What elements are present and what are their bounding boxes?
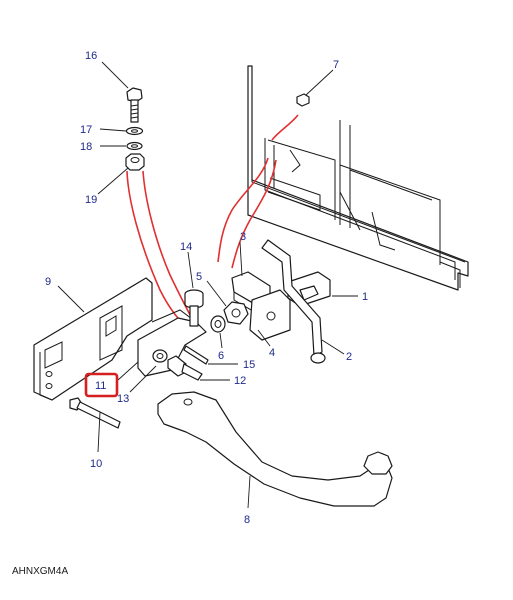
guide-line-frame-left	[217, 157, 269, 263]
callout-2[interactable]: 2	[346, 351, 352, 363]
guide-line-frame-right	[231, 159, 277, 269]
callout-6[interactable]: 6	[218, 350, 224, 362]
leader-8	[247, 475, 251, 509]
nut-5	[223, 301, 249, 325]
washer-6	[210, 315, 226, 333]
callout-8[interactable]: 8	[244, 514, 250, 526]
callout-15[interactable]: 15	[243, 359, 255, 371]
plate-4	[249, 289, 291, 341]
callout-11[interactable]: 11	[95, 380, 106, 392]
hinge-plate-9	[33, 277, 153, 401]
leader-14	[187, 251, 194, 289]
guide-line-frame-top	[271, 114, 299, 141]
callout-9[interactable]: 9	[45, 276, 51, 288]
leader-10	[97, 411, 101, 453]
callout-17[interactable]: 17	[80, 124, 92, 136]
callout-19[interactable]: 19	[85, 194, 97, 206]
leader-19	[97, 167, 129, 195]
hinge-bolt-16	[126, 87, 143, 123]
callout-14[interactable]: 14	[180, 241, 192, 253]
callout-4[interactable]: 4	[269, 347, 275, 359]
callout-16[interactable]: 16	[85, 50, 97, 62]
leader-3	[239, 241, 243, 277]
guide-line-bolt-right	[142, 170, 197, 327]
callout-labels: 16 17 18 19 7 14 3 5 9 1 2 4 6 15 12 11 …	[45, 50, 368, 526]
nut-19	[125, 153, 145, 171]
callout-18[interactable]: 18	[80, 141, 92, 153]
hinge-bracket-13	[137, 309, 207, 377]
callout-3[interactable]: 3	[240, 231, 246, 243]
leader-7	[305, 69, 334, 96]
leader-6	[219, 332, 223, 349]
bolt-12	[167, 355, 203, 381]
assembly-guide-lines	[126, 114, 299, 331]
door-frame	[247, 65, 469, 291]
door-check-arm-8	[157, 391, 393, 507]
callout-7[interactable]: 7	[333, 59, 339, 71]
leader-11	[117, 361, 139, 381]
leader-17	[99, 128, 127, 132]
callout-10[interactable]: 10	[90, 458, 102, 470]
callout-13[interactable]: 13	[117, 393, 129, 405]
hinge-bolt-14	[184, 289, 204, 327]
leader-5	[206, 280, 227, 307]
leader-16	[101, 61, 129, 89]
leader-9	[57, 285, 85, 313]
drawing-code: AHNXGM4A	[12, 566, 69, 577]
pin-15	[183, 345, 209, 365]
leader-4	[257, 329, 271, 347]
washer-18	[126, 141, 143, 151]
callout-12[interactable]: 12	[234, 375, 246, 387]
highlight-box-callout-11	[84, 372, 119, 398]
leader-lines	[57, 61, 358, 509]
washer-17	[125, 126, 144, 136]
pin-10	[69, 397, 121, 429]
leader-13	[129, 365, 157, 393]
tube-2	[261, 239, 326, 364]
callout-1[interactable]: 1	[362, 291, 368, 303]
clip-part-7	[296, 93, 310, 107]
callout-5[interactable]: 5	[196, 271, 202, 283]
leader-2	[321, 339, 345, 355]
